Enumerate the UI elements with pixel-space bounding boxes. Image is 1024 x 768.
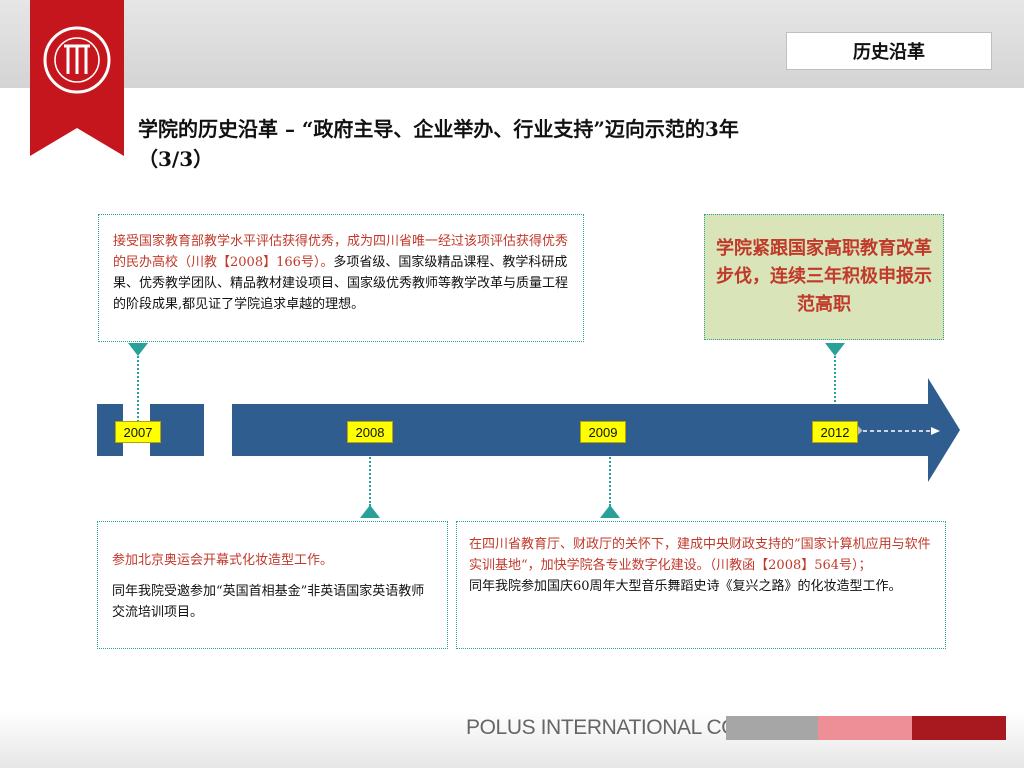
college-logo: [30, 0, 124, 156]
pointer-2008: [360, 505, 380, 518]
footer-college-name: POLUS INTERNATIONAL COLLEGE: [466, 716, 803, 739]
event-2007-detail: 多项省级、国家级精品课程、教学科研成果、优秀教学团队、精品教材建设项目、国家级优…: [113, 255, 569, 312]
event-box-2009: 在四川省教育厅、财政厅的关怀下，建成中央财政支持的”国家计算机应用与软件实训基地…: [456, 521, 946, 649]
timeline-future-arrowhead: [931, 427, 940, 435]
section-tag: 历史沿革: [786, 32, 992, 70]
pointer-2007: [128, 343, 148, 356]
event-2008-highlight: 参加北京奥运会开幕式化妆造型工作。: [112, 553, 334, 568]
year-badge-2009: 2009: [580, 421, 626, 443]
event-2008-detail: 同年我院受邀参加“英国首相基金”非英语国家英语教师交流培训项目。: [112, 584, 425, 620]
connector-2008: [369, 442, 371, 506]
footer-bar-pink: [818, 716, 912, 740]
event-box-2007: 接受国家教育部教学水平评估获得优秀，成为四川省唯一经过该项评估获得优秀的民办高校…: [98, 214, 584, 342]
slide-title-line1: 学院的历史沿革 – “政府主导、企业举办、行业支持”迈向示范的3年: [138, 117, 739, 141]
year-badge-2012: 2012: [812, 421, 858, 443]
footer-bar-red: [912, 716, 1006, 740]
event-box-2012: 学院紧跟国家高职教育改革步伐，连续三年积极申报示范高职: [704, 214, 944, 340]
event-2009-highlight: 在四川省教育厅、财政厅的关怀下，建成中央财政支持的”国家计算机应用与软件实训基地…: [469, 537, 931, 573]
connector-2012: [834, 356, 836, 422]
connector-2007: [137, 356, 139, 422]
event-box-2008: 参加北京奥运会开幕式化妆造型工作。 同年我院受邀参加“英国首相基金”非英语国家英…: [97, 521, 448, 649]
pointer-2009: [600, 505, 620, 518]
footer-bar-gray: [726, 716, 818, 740]
pointer-2012: [825, 343, 845, 356]
connector-2009: [609, 442, 611, 506]
slide-title: 学院的历史沿革 – “政府主导、企业举办、行业支持”迈向示范的3年 （3/3）: [138, 114, 968, 174]
year-badge-2007: 2007: [115, 421, 161, 443]
event-2007-highlight: 接受国家教育部教学水平评估获得优秀，成为四川省唯一经过该项评估获得优秀的民办高校…: [113, 234, 569, 270]
event-2009-detail: 同年我院参加国庆60周年大型音乐舞蹈史诗《复兴之路》的化妆造型工作。: [469, 579, 902, 594]
slide-title-line2: （3/3）: [138, 147, 214, 171]
year-badge-2008: 2008: [347, 421, 393, 443]
